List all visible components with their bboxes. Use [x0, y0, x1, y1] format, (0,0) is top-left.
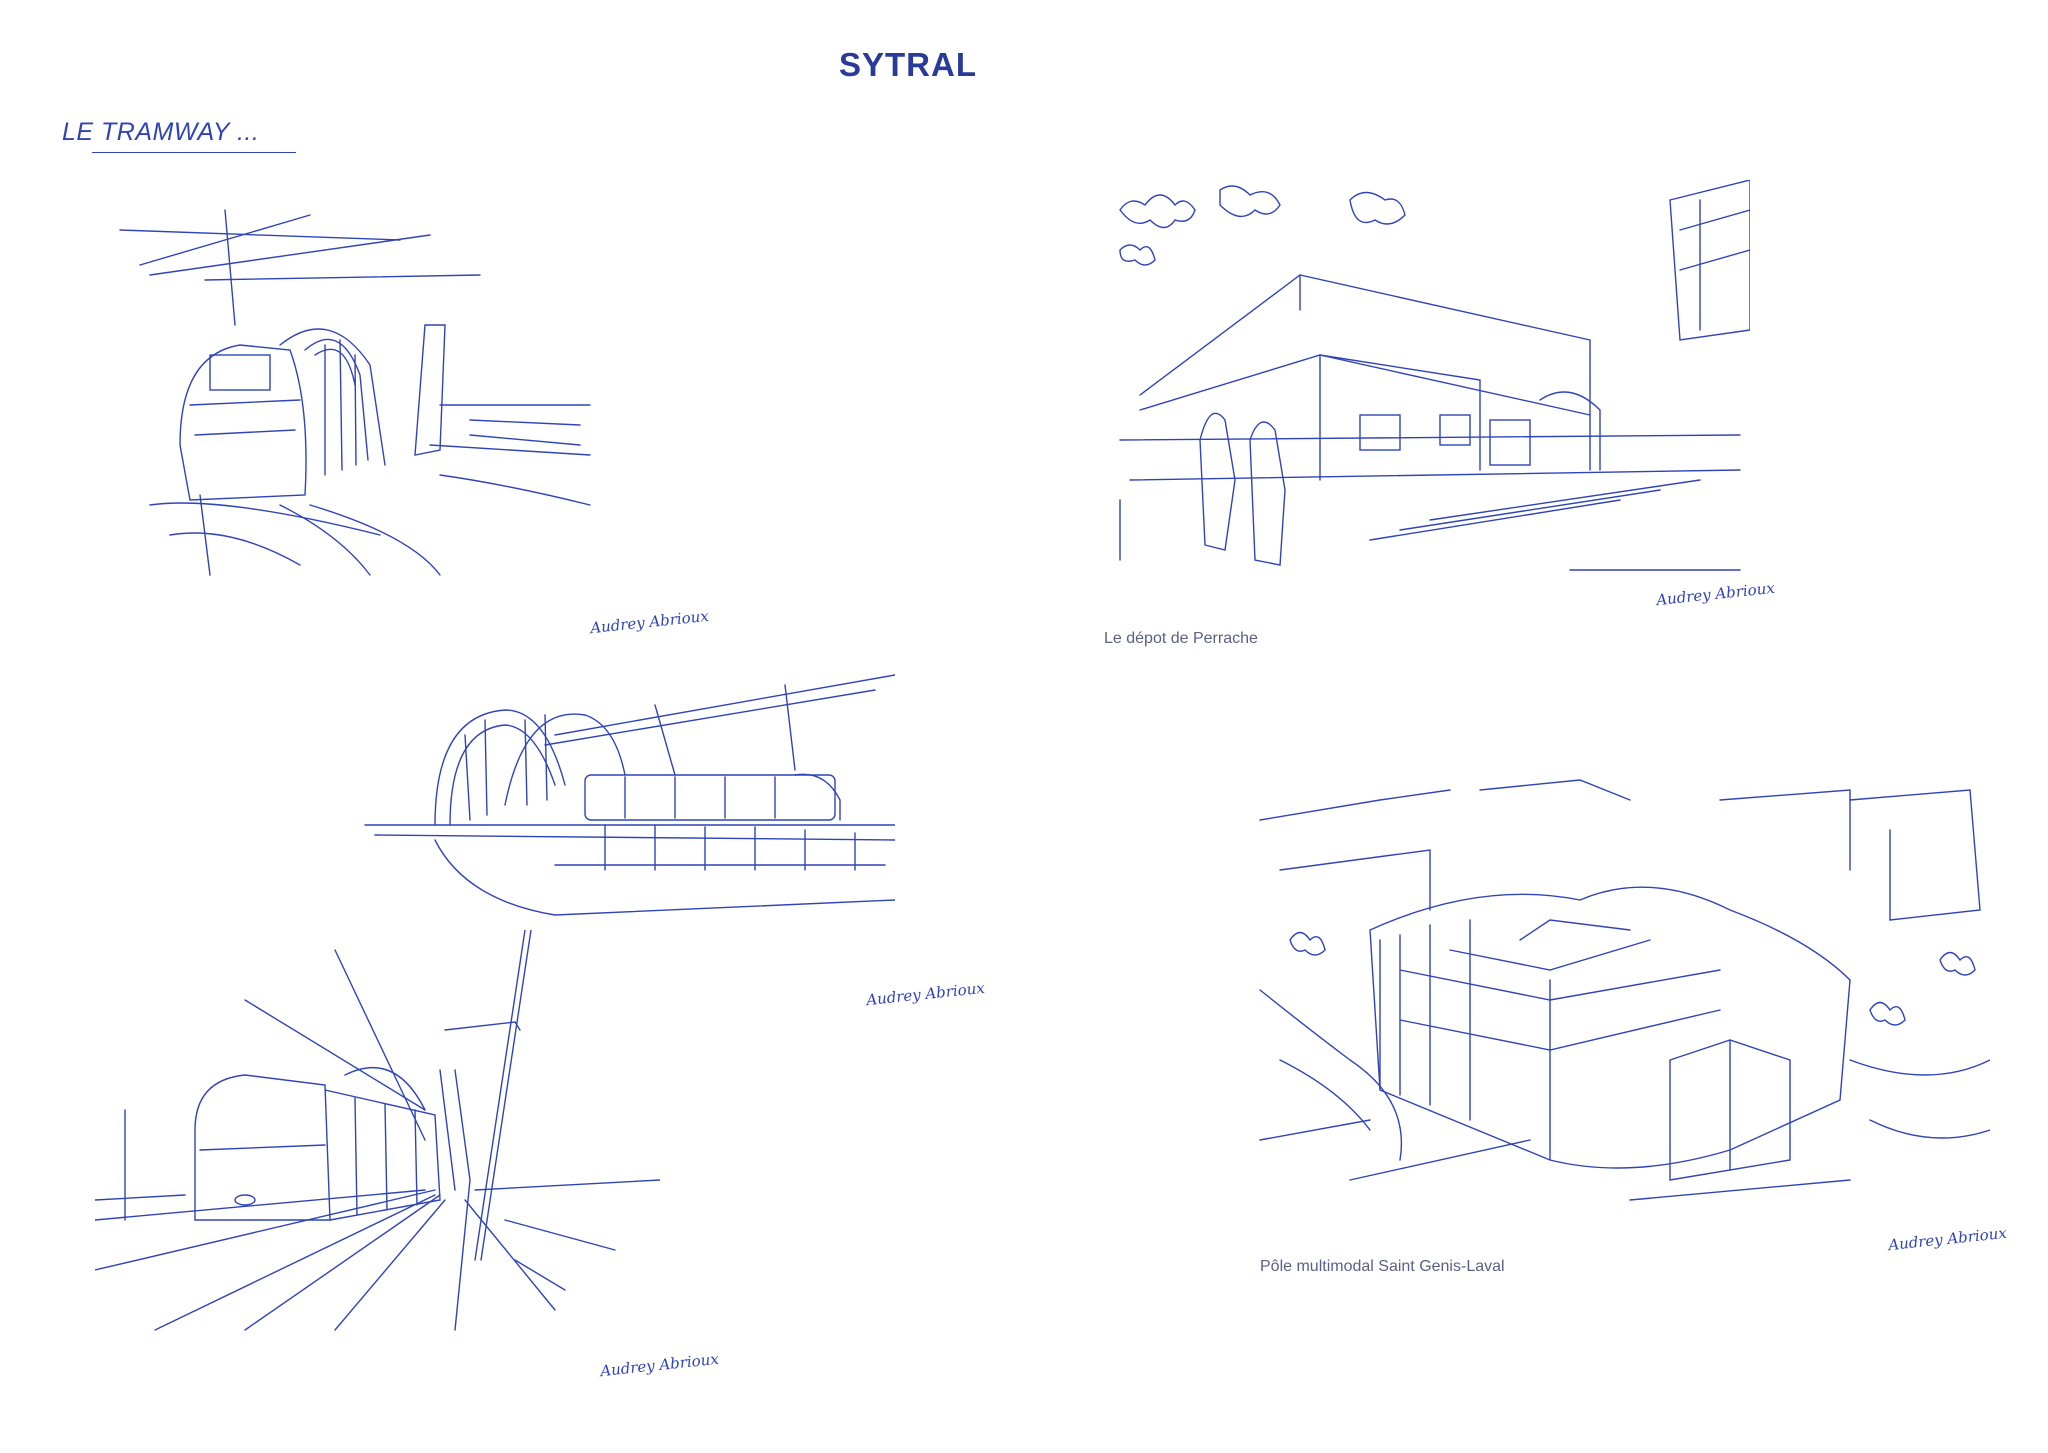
sketch-tram-platform — [95, 930, 660, 1340]
section-underline — [92, 152, 296, 153]
caption-pole-saint-genis-laval: Pôle multimodal Saint Genis-Laval — [1260, 1258, 1505, 1275]
sketch-tram-bridge-front — [110, 205, 610, 585]
artist-signature-1: Audrey Abrioux — [589, 606, 710, 638]
section-heading: LE TRAMWAY ... — [62, 118, 260, 146]
sketch-pole-saint-genis-laval — [1250, 760, 1990, 1220]
artist-signature-4: Audrey Abrioux — [1887, 1223, 2008, 1255]
caption-depot-perrache: Le dépot de Perrache — [1104, 630, 1258, 647]
page-title: SYTRAL — [839, 46, 977, 83]
sketch-tram-bridge-side — [355, 665, 895, 930]
artist-signature-3: Audrey Abrioux — [865, 978, 986, 1010]
sketch-depot-perrache — [1100, 180, 1750, 590]
artist-signature-5: Audrey Abrioux — [599, 1349, 720, 1381]
